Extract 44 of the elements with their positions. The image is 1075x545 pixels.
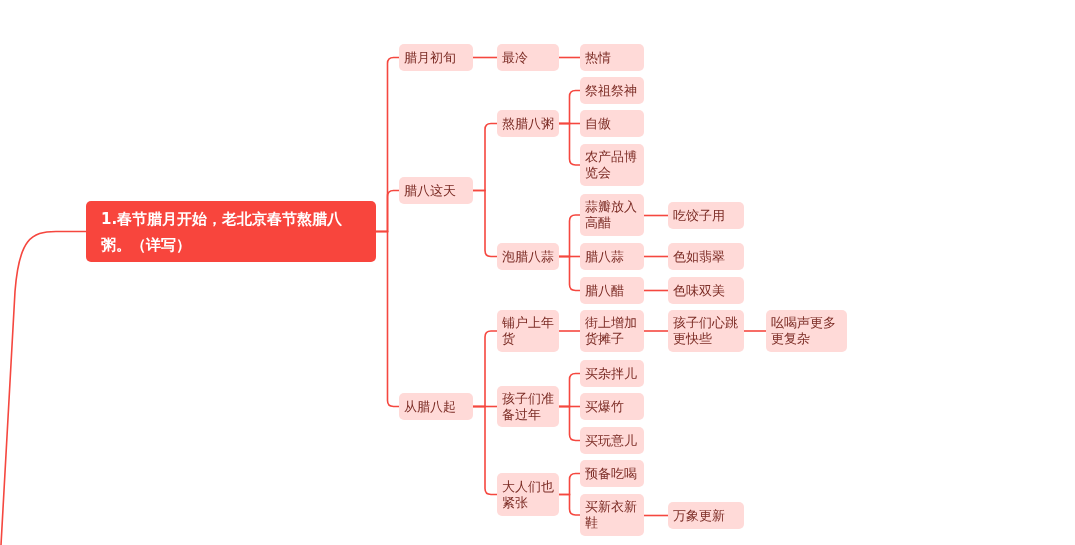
subtopic-box: 铺户上年货	[497, 310, 559, 352]
connector-line	[643, 255, 669, 258]
subtopic-box: 腊八醋	[580, 277, 644, 304]
subtopic-box: 买新衣新鞋	[580, 494, 644, 536]
connector-line	[643, 214, 669, 217]
connector-line	[558, 405, 581, 442]
subtopic-box: 买杂拌儿	[580, 360, 644, 387]
connector-line	[643, 330, 669, 332]
subtopic-box: 吃饺子用	[668, 202, 744, 229]
subtopic-box: 腊月初旬	[399, 44, 473, 71]
subtopic-box: 从腊八起	[399, 393, 473, 420]
subtopic-box: 色如翡翠	[668, 243, 744, 270]
connector-line	[472, 56, 498, 59]
subtopic-box: 预备吃喝	[580, 460, 644, 487]
subtopic-box: 吆喝声更多更复杂	[766, 310, 847, 352]
central-topic-box: 1.春节腊月开始，老北京春节熬腊八粥。（详写）	[86, 201, 376, 262]
connector-line	[558, 56, 581, 59]
connector-line	[643, 289, 669, 292]
subtopic-box: 热情	[580, 44, 644, 71]
connector-line	[375, 230, 400, 408]
subtopic-box: 万象更新	[668, 502, 744, 529]
subtopic-box: 熬腊八粥	[497, 110, 559, 137]
subtopic-box: 蒜瓣放入高醋	[580, 194, 644, 236]
connector-line	[0, 230, 87, 545]
subtopic-box: 孩子们心跳更快些	[668, 310, 744, 352]
connector-line	[743, 330, 767, 332]
connector-line	[558, 122, 581, 166]
connector-line	[558, 255, 581, 292]
subtopic-box: 买爆竹	[580, 393, 644, 420]
subtopic-box: 孩子们准备过年	[497, 386, 559, 427]
subtopic-box: 泡腊八蒜	[497, 243, 559, 270]
subtopic-box: 农产品博览会	[580, 144, 644, 186]
subtopic-box: 大人们也紧张	[497, 473, 559, 516]
subtopic-box: 街上增加货摊子	[580, 310, 644, 352]
subtopic-box: 最冷	[497, 44, 559, 71]
subtopic-box: 腊八这天	[399, 177, 473, 204]
subtopic-box: 买玩意儿	[580, 427, 644, 454]
connector-line	[558, 330, 581, 332]
connector-line	[643, 514, 669, 517]
subtopic-box: 祭祖祭神	[580, 77, 644, 104]
subtopic-box: 腊八蒜	[580, 243, 644, 270]
connector-line	[558, 493, 581, 516]
subtopic-box: 色味双美	[668, 277, 744, 304]
subtopic-box: 自傲	[580, 110, 644, 137]
